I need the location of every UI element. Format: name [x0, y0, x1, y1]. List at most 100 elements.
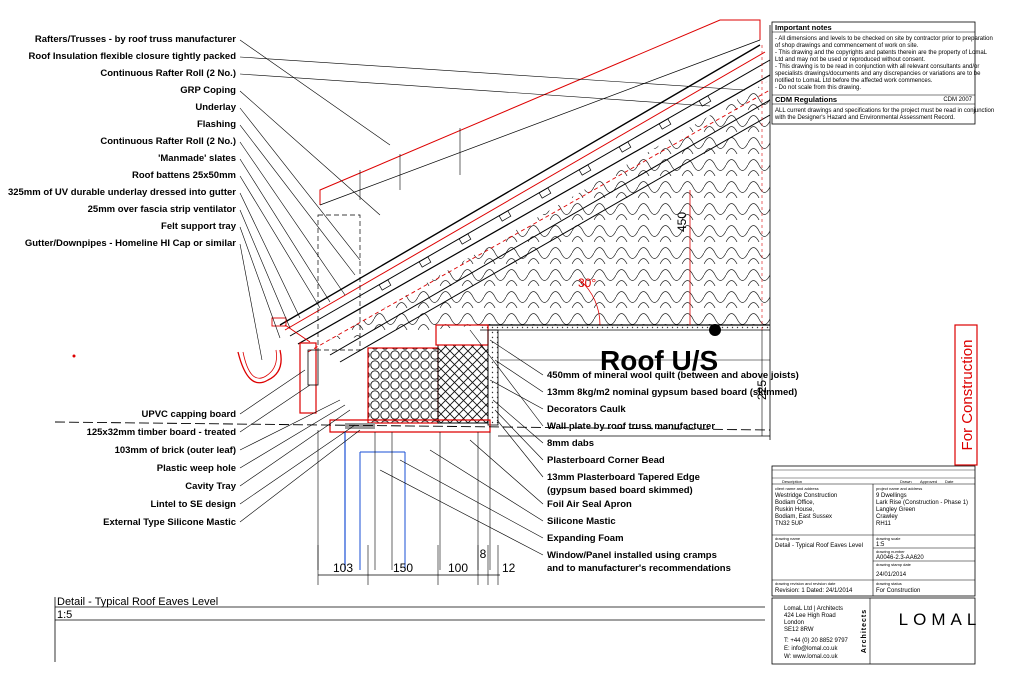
label-fascia-vent: 25mm over fascia strip ventilator [88, 204, 237, 215]
label-rafters: Rafters/Trusses - by roof truss manufact… [35, 34, 236, 45]
mineral-wool-quilt [330, 80, 770, 340]
practice-line-2: London [784, 620, 804, 626]
label-rafter-roll-1: Continuous Rafter Roll (2 No.) [100, 68, 236, 79]
practice-name: LomaL Ltd | Architects [784, 606, 843, 612]
label-wall-plate: Wall plate by roof truss manufacturer [547, 421, 715, 432]
for-construction-stamp: For Construction [959, 340, 976, 451]
label-gutter: Gutter/Downpipes - Homeline HI Cap or si… [25, 238, 236, 249]
project-line-2: Lark Rise (Construction - Phase 1) [876, 500, 968, 506]
left-labels: Rafters/Trusses - by roof truss manufact… [8, 34, 237, 528]
notes-heading: Important notes [775, 23, 832, 32]
project-label: project name and address [876, 486, 922, 491]
dim-12: 12 [502, 561, 516, 575]
status-stamp: For Construction [954, 324, 978, 466]
cdm-year: CDM 2007 [943, 97, 972, 103]
label-silicone-ext: External Type Silicone Mastic [103, 517, 236, 528]
label-timber-board: 125x32mm timber board - treated [87, 427, 237, 438]
label-uv-underlay: 325mm of UV durable underlay dressed int… [8, 187, 236, 198]
dim-150: 150 [393, 561, 413, 575]
label-mineral-wool: 450mm of mineral wool quilt (between and… [547, 370, 799, 381]
practice-email: E: info@lomal.co.uk [784, 646, 838, 652]
notes-line-5: - This drawing is to be read in conjunct… [775, 64, 979, 70]
client-line-2: Bodiam Office, [775, 500, 815, 506]
practice-line-3: SE12 8RW [784, 627, 814, 633]
dim-8: 8 [480, 547, 487, 561]
label-tapered-edge-2: (gypsum based board skimmed) [547, 485, 693, 496]
label-lintel: Lintel to SE design [150, 499, 236, 510]
roof-us-title: Roof U/S [600, 345, 718, 376]
dimension-lines [317, 190, 770, 585]
client-line-3: Ruskin House, [775, 507, 814, 513]
project-line-3: Langley Green [876, 507, 915, 513]
label-brick: 103mm of brick (outer leaf) [115, 445, 236, 456]
leader-lines [239, 39, 746, 556]
detail-title: Detail - Typical Roof Eaves Level [57, 596, 218, 608]
status-value: For Construction [876, 588, 920, 594]
project-line-1: 9 Dwellings [876, 493, 907, 499]
notes-panel: Important notes - All dimensions and lev… [771, 21, 994, 125]
notes-line-2: of shop drawings and commencement of wor… [775, 43, 919, 49]
number-label: drawing number [876, 549, 905, 554]
coping-outline [319, 19, 761, 206]
notes-line-1: - All dimensions and levels to be checke… [775, 36, 993, 42]
drawing-name-label: drawing name [775, 536, 801, 541]
revision-label: drawing revision and revision date [775, 581, 836, 586]
detail-scale: 1:5 [57, 609, 72, 621]
label-silicone-mastic: Silicone Mastic [547, 516, 616, 527]
right-labels: 450mm of mineral wool quilt (between and… [547, 370, 799, 574]
stamp-date-label: drawing stamp date [876, 562, 912, 567]
project-line-4: Crawley [876, 514, 898, 520]
title-block: Description Drawn Approved Date client n… [771, 465, 976, 597]
drawing-name: Detail - Typical Roof Eaves Level [775, 543, 863, 549]
label-window-panel-2: and to manufacturer's recommendations [547, 563, 731, 574]
cdm-line-1: ALL current drawings and specifications … [775, 108, 994, 114]
notes-line-8: - Do not scale from this drawing. [775, 85, 861, 91]
dim-225: 225 [755, 380, 769, 400]
practice-block: LomaL Ltd | Architects 424 Lee High Road… [771, 597, 982, 665]
label-slates: 'Manmade' slates [158, 153, 236, 164]
angle-30: 30° [578, 276, 596, 290]
dim-450: 450 [675, 212, 689, 232]
notes-line-6: specialists drawings/documents and any d… [775, 71, 981, 77]
project-line-5: RH11 [876, 521, 892, 527]
roof-build-up [279, 25, 771, 440]
drawing-scale: 1:5 [876, 542, 885, 548]
practice-line-1: 424 Lee High Road [784, 613, 836, 619]
practice-vertical: Architects [861, 609, 868, 653]
client-line-1: Westridge Construction [775, 493, 837, 499]
cdm-line-2: with the Designer's Hazard and Environme… [774, 115, 955, 121]
label-roof-insulation: Roof Insulation flexible closure tightly… [29, 51, 237, 62]
label-expanding-foam: Expanding Foam [547, 533, 624, 544]
label-gypsum-board: 13mm 8kg/m2 nominal gypsum based board (… [547, 387, 797, 398]
drawing-number: A0046-2.3-AA620 [876, 555, 924, 561]
client-line-5: TN32 5UP [775, 521, 803, 527]
status-label: drawing status [876, 581, 902, 586]
rev-col-description: Description [782, 479, 802, 484]
client-label: client name and address [775, 486, 819, 491]
scale-label: drawing scale [876, 536, 901, 541]
lomal-logo: LOMAL [899, 610, 982, 629]
cdm-heading: CDM Regulations [775, 95, 837, 104]
label-cavity-tray: Cavity Tray [185, 481, 236, 492]
wall-section [54, 214, 771, 570]
label-foil-apron: Foil Air Seal Apron [547, 499, 632, 510]
label-flashing: Flashing [197, 119, 236, 130]
label-underlay: Underlay [195, 102, 236, 113]
revision-value: Revision: 1 Dated: 24/1/2014 [775, 588, 853, 594]
label-caulk: Decorators Caulk [547, 404, 626, 415]
label-roof-battens: Roof battens 25x50mm [132, 170, 236, 181]
rev-col-approved: Approved [920, 479, 937, 484]
label-corner-bead: Plasterboard Corner Bead [547, 455, 665, 466]
label-window-panel: Window/Panel installed using cramps [547, 550, 717, 561]
detail-footer: Detail - Typical Roof Eaves Level 1:5 [54, 596, 765, 662]
notes-line-3: - This drawing and the copyrights and pa… [775, 50, 988, 56]
dim-100: 100 [448, 561, 468, 575]
practice-web: W: www.lomal.co.uk [784, 654, 839, 660]
label-upvc-capping: UPVC capping board [142, 409, 237, 420]
rev-col-drawn: Drawn [900, 479, 912, 484]
label-felt-tray: Felt support tray [161, 221, 237, 232]
rev-col-date: Date [945, 479, 954, 484]
label-weep-hole: Plastic weep hole [157, 463, 236, 474]
label-tapered-edge: 13mm Plasterboard Tapered Edge [547, 472, 700, 483]
